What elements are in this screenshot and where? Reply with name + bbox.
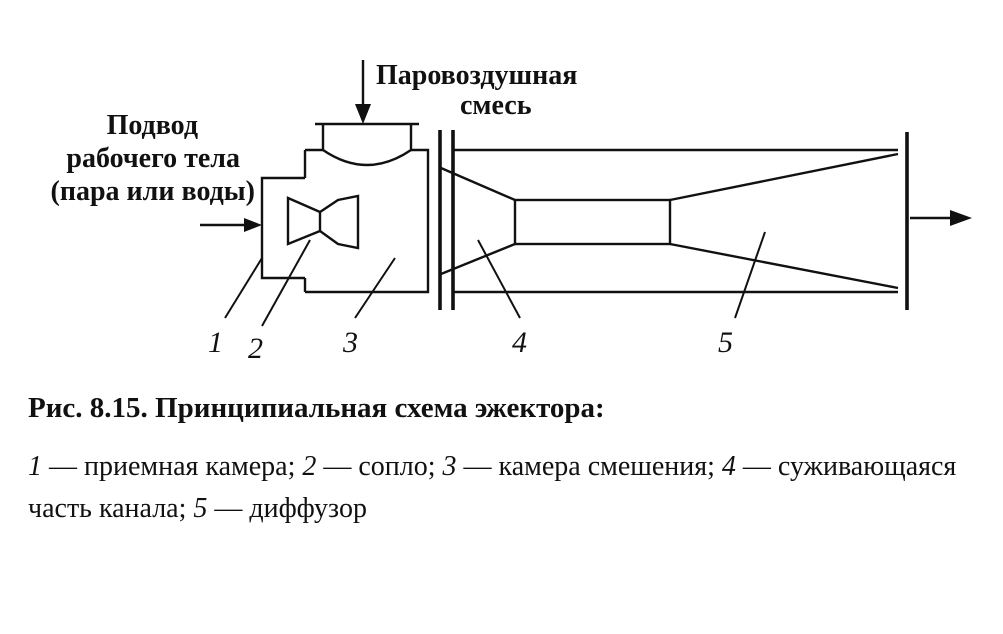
- legend-text-2: — сопло;: [316, 451, 443, 482]
- legend-num-3: 3: [442, 451, 457, 482]
- inlet-arrow-left: [200, 218, 262, 232]
- part-number-3: 3: [342, 326, 358, 359]
- figure-title: Рис. 8.15. Принципиальная схема эжектора…: [28, 392, 605, 424]
- part-number-4: 4: [512, 326, 527, 359]
- mixing-chamber: [305, 122, 430, 294]
- supply-label-line1: Подвод: [107, 110, 198, 141]
- ejector-channel: [440, 148, 899, 294]
- part-number-2: 2: [248, 332, 263, 365]
- legend-num-2: 2: [302, 451, 317, 482]
- legend-text-4: — суживающаяся часть канала;: [28, 451, 957, 524]
- leader-lines: [224, 231, 766, 327]
- legend-num-5: 5: [193, 493, 208, 524]
- nozzle: [286, 194, 360, 250]
- legend-text-5: — диффузор: [207, 493, 367, 524]
- legend-num-4: 4: [721, 451, 736, 482]
- steam-air-label-line1: Паровоздушная: [376, 60, 577, 91]
- steam-air-label-line2: смесь: [460, 90, 532, 121]
- legend-num-1: 1: [28, 451, 42, 482]
- outlet-arrow: [910, 210, 972, 226]
- flange-left: [438, 130, 455, 310]
- figure-legend: 1 — приемная камера; 2 — сопло; 3 — каме…: [28, 446, 988, 530]
- part-number-5: 5: [718, 326, 733, 359]
- legend-text-1: — приемная камера;: [42, 451, 303, 482]
- receiving-chamber: [260, 150, 307, 292]
- supply-label-line3: (пара или воды): [51, 176, 255, 207]
- supply-label-line2: рабочего тела: [66, 143, 240, 174]
- part-number-1: 1: [208, 326, 223, 359]
- legend-text-3: — камера смешения;: [456, 451, 722, 482]
- inlet-arrow-top: [355, 60, 371, 124]
